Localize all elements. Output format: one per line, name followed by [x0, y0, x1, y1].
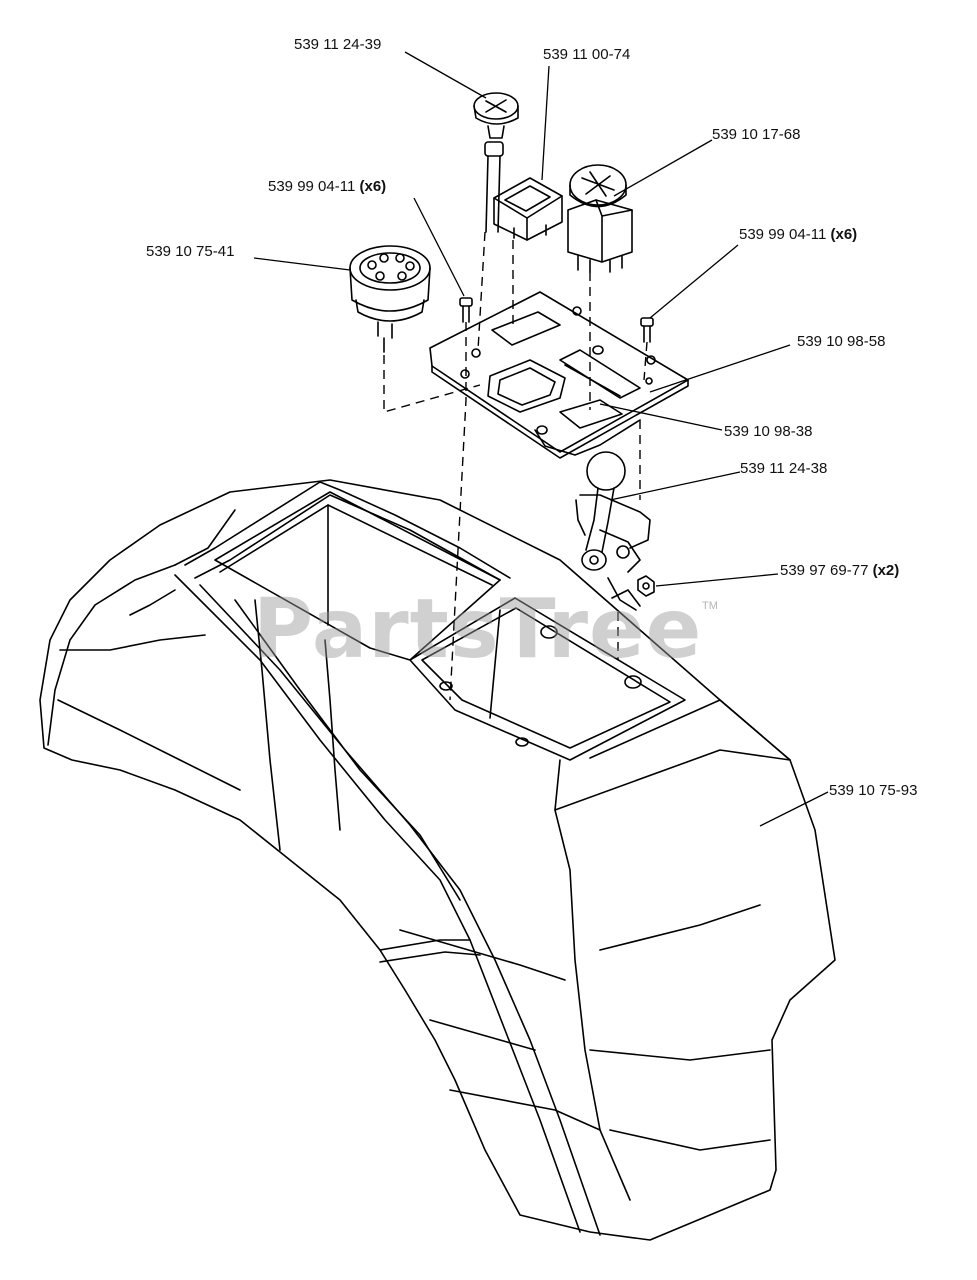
callout-ignition-switch-left[interactable]: 539 10 75-41: [146, 243, 234, 261]
callout-nut[interactable]: 539 97 69-77 (x2): [780, 562, 899, 580]
screw-outlines: [459, 297, 654, 343]
assembly-lines: [383, 231, 648, 701]
part-number: 539 10 98-58: [797, 333, 886, 350]
ignition-switch-left-outline: [349, 245, 431, 353]
watermark-text: PartsTree: [253, 582, 703, 677]
rect-switch-outline: [493, 177, 563, 241]
part-number: 539 11 00-74: [543, 46, 631, 63]
callout-ignition-switch-right[interactable]: 539 10 17-68: [712, 126, 800, 144]
part-number: 539 10 98-38: [724, 423, 813, 440]
callout-plate-gasket[interactable]: 539 10 98-38: [724, 423, 812, 441]
quantity: (x6): [830, 226, 858, 243]
callout-knob[interactable]: 539 11 24-39: [294, 36, 381, 54]
part-number: 539 11 24-39: [294, 36, 382, 53]
leader-lines: [253, 51, 829, 827]
callout-switch-rect[interactable]: 539 11 00-74: [543, 46, 630, 64]
quantity: (x6): [359, 178, 387, 195]
callout-fender-cover[interactable]: 539 10 75-93: [829, 782, 917, 800]
part-number: 539 10 75-93: [829, 782, 918, 799]
mount-plate-outline: [429, 291, 689, 459]
quantity: (x2): [872, 562, 900, 579]
watermark-trademark: TM: [702, 600, 718, 612]
nut-outline: [637, 575, 655, 597]
part-number: 539 99 04-11: [268, 178, 356, 195]
part-number: 539 11 24-38: [740, 460, 828, 477]
part-number: 539 97 69-77: [780, 562, 869, 579]
callout-screw-right[interactable]: 539 99 04-11 (x6): [739, 226, 857, 244]
part-number: 539 10 75-41: [146, 243, 235, 260]
callout-mount-plate[interactable]: 539 10 98-58: [797, 333, 885, 351]
fender-cover-outline: [39, 479, 836, 1241]
callout-lever[interactable]: 539 11 24-38: [740, 460, 827, 478]
knob-outline: [473, 92, 519, 233]
part-number: 539 10 17-68: [712, 126, 801, 143]
part-number: 539 99 04-11: [739, 226, 827, 243]
callout-screw-left[interactable]: 539 99 04-11 (x6): [268, 178, 386, 196]
ignition-switch-right-outline: [567, 164, 633, 273]
